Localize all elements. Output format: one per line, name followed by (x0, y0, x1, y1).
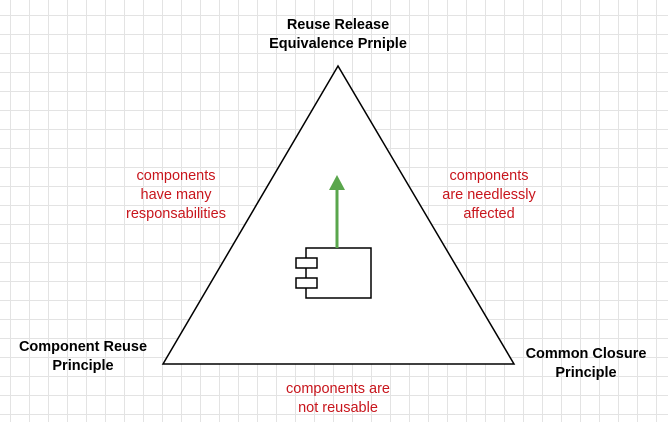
bottom-edge-label: components are not reusable (286, 381, 390, 416)
up-arrow[interactable] (329, 175, 345, 248)
left-edge-label: components have many responsabilities (126, 168, 226, 222)
top-vertex-label: Reuse Release Equivalence Prniple (269, 17, 407, 52)
right-vertex-label: Common Closure Principle (525, 346, 647, 381)
left-vertex-label: Component Reuse Principle (18, 339, 148, 374)
component-icon[interactable] (295, 247, 372, 299)
right-edge-label: components are needlessly affected (442, 168, 536, 222)
